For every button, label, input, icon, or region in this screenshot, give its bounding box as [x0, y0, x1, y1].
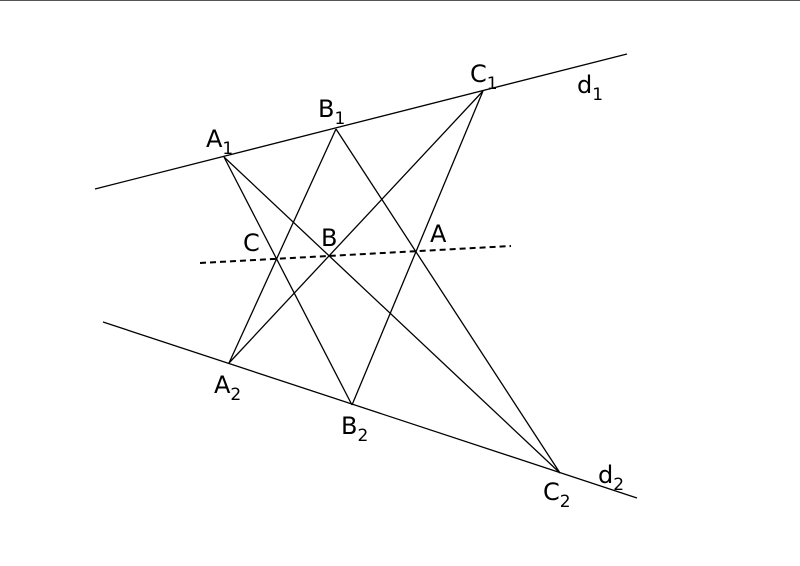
- label-C1-name: C: [470, 60, 487, 88]
- segment-A1-B2: [223, 156, 353, 406]
- segment-C1-B2: [351, 90, 484, 406]
- label-d1-subscript: 1: [592, 85, 603, 105]
- top-border: [0, 0, 800, 1]
- label-B2-subscript: 2: [357, 426, 368, 446]
- segment-A1-C2: [223, 156, 561, 474]
- label-C2: C2: [543, 478, 571, 512]
- label-B1: B1: [318, 95, 345, 129]
- label-C2-subscript: 2: [560, 492, 571, 512]
- label-d1-name: d: [577, 71, 592, 99]
- label-A1-subscript: 1: [222, 139, 233, 159]
- label-C1: C1: [470, 60, 498, 94]
- label-B: B: [321, 224, 337, 252]
- label-B1-subscript: 1: [334, 109, 345, 129]
- line-d2: [102, 321, 638, 499]
- label-C: C: [243, 229, 260, 257]
- label-d1: d1: [577, 71, 603, 105]
- label-d2-subscript: 2: [613, 475, 624, 495]
- label-d2-name: d: [598, 461, 613, 489]
- label-C2-name: C: [543, 478, 560, 506]
- segment-B1-C2: [335, 128, 561, 474]
- label-A2-subscript: 2: [230, 385, 241, 405]
- label-C-name: C: [243, 229, 260, 257]
- label-A2-name: A: [214, 371, 231, 399]
- label-A: A: [430, 220, 447, 248]
- pappus-line-dashed: [199, 245, 512, 264]
- line-d1: [94, 53, 628, 190]
- label-A2: A2: [214, 371, 241, 405]
- label-B1-name: B: [318, 95, 334, 123]
- segment-B1-A2: [228, 128, 337, 364]
- label-B2: B2: [341, 412, 368, 446]
- label-A1: A1: [206, 125, 233, 159]
- label-B-name: B: [321, 224, 337, 252]
- label-B2-name: B: [341, 412, 357, 440]
- label-A1-name: A: [206, 125, 223, 153]
- segment-C1-A2: [228, 90, 484, 364]
- label-d2: d2: [598, 461, 624, 495]
- label-A-name: A: [430, 220, 447, 248]
- label-C1-subscript: 1: [487, 74, 498, 94]
